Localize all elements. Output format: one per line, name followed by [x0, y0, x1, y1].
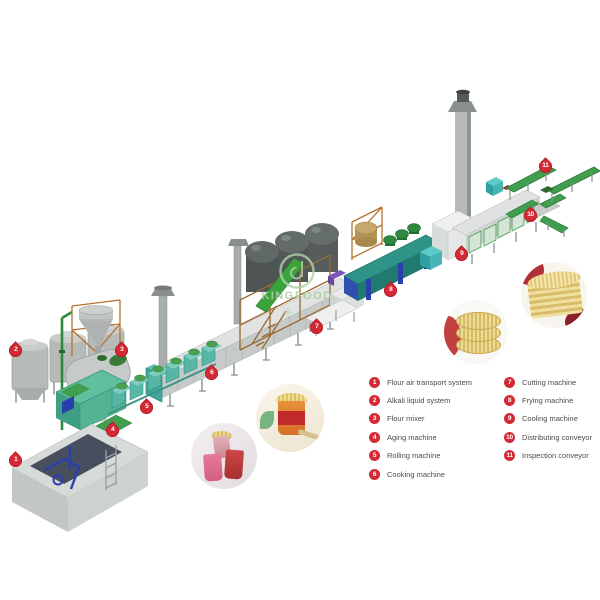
marker-number: 8 [388, 286, 393, 294]
legend-number-badge: 3 [369, 413, 380, 425]
frying-machine [343, 206, 441, 301]
legend-item: 1 Flour air transport system [369, 373, 472, 391]
photo-round-noodle-cakes [444, 300, 508, 364]
legend-label: Flour air transport system [387, 377, 473, 387]
legend-label: Inspection conveyor [522, 451, 589, 461]
legend-number-badge: 8 [504, 395, 515, 407]
legend-item: 10 Distributing conveyor [504, 428, 592, 446]
legend-column-1: 1 Flour air transport system 2 Alkali liqu… [369, 373, 472, 483]
leaf-graphic [260, 411, 274, 429]
marker-number: 9 [459, 250, 464, 258]
legend-item: 6 Cooking machine [369, 465, 472, 483]
legend-label: Flour mixer [387, 414, 425, 424]
legend-number-badge: 6 [369, 468, 380, 480]
legend-label: Aging machine [387, 432, 437, 442]
photo-cup-noodles-pink [191, 423, 257, 489]
legend-number-badge: 7 [504, 376, 515, 388]
cup-graphic [203, 453, 223, 482]
photo-square-noodle-cakes [521, 262, 587, 328]
legend-number-badge: 10 [504, 431, 515, 443]
marker-number: 2 [13, 346, 18, 354]
legend-item: 7 Cutting machine [504, 373, 592, 391]
legend-column-2: 7 Cutting machine 8 Frying machine 9 Coolin… [504, 373, 592, 465]
legend-label: Cutting machine [522, 377, 577, 387]
legend-item: 3 Flour mixer [369, 410, 472, 428]
fork-graphic [297, 428, 320, 441]
legend-label: Frying machine [522, 396, 574, 406]
legend-number-badge: 4 [369, 431, 380, 443]
marker-number: 4 [110, 426, 115, 434]
marker-number: 3 [119, 346, 124, 354]
legend-label: Cooling machine [522, 414, 578, 424]
noodle-cake-graphic [456, 312, 501, 330]
legend-item: 4 Aging machine [369, 428, 472, 446]
legend-item: 2 Alkali liquid system [369, 391, 472, 409]
cup-label-graphic [278, 411, 305, 425]
marker-number: 5 [144, 403, 149, 411]
legend-label: Distributing conveyor [522, 432, 593, 442]
cup-graphic [224, 449, 244, 480]
legend-item: 11 Inspection conveyor [504, 447, 592, 465]
legend-item: 9 Cooling machine [504, 410, 592, 428]
legend-number-badge: 5 [369, 450, 380, 462]
watermark-logo [279, 253, 315, 317]
marker-number: 1 [13, 456, 18, 464]
photo-cup-noodle-orange-with-fork [256, 384, 324, 452]
legend-number-badge: 2 [369, 395, 380, 407]
legend-item: 5 Rolling machine [369, 447, 472, 465]
legend-label: Cooking machine [387, 469, 445, 479]
watermark-text: KINGFOOD [261, 290, 332, 302]
legend-label: Rolling machine [387, 451, 441, 461]
marker-number: 11 [542, 162, 549, 170]
marker-number: 7 [314, 323, 319, 331]
legend-item: 8 Frying machine [504, 391, 592, 409]
marker-number: 10 [527, 211, 534, 219]
rolling-machine [107, 340, 222, 415]
legend-number-badge: 11 [504, 450, 515, 462]
legend-number-badge: 9 [504, 413, 515, 425]
flour-air-transport-pit [11, 414, 149, 532]
marker-number: 6 [209, 369, 214, 377]
steam-tanks [228, 223, 339, 325]
legend-number-badge: 1 [369, 376, 380, 388]
legend-label: Alkali liquid system [387, 396, 451, 406]
